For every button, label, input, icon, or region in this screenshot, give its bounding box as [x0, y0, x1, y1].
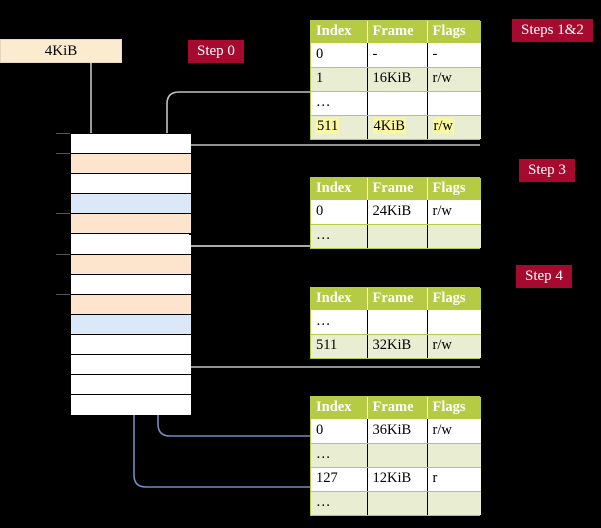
- cell-index: 0: [311, 200, 368, 225]
- memory-block-page-table-4: [71, 214, 191, 235]
- table-row[interactable]: …: [311, 91, 481, 116]
- memory-block-data-page-9: [71, 314, 191, 335]
- memory-block-page-table-1: [71, 154, 191, 175]
- column-header-flags: Flags: [427, 397, 481, 419]
- cell-frame: 16KiB: [367, 67, 428, 92]
- column-header-frame: Frame: [367, 288, 428, 310]
- cell-index: …: [311, 491, 368, 515]
- memory-block-empty-2: [71, 174, 191, 195]
- cell-flags: r/w: [427, 200, 481, 225]
- memory-block-page-table-6: [71, 254, 191, 275]
- cell-index: 127: [311, 467, 368, 492]
- column-header-flags: Flags: [427, 288, 481, 310]
- cell-index: …: [311, 91, 368, 116]
- memory-tick-6: [56, 253, 70, 255]
- cell-frame: 32KiB: [367, 334, 428, 358]
- table-row[interactable]: …: [311, 491, 481, 515]
- cell-index: 0: [311, 419, 368, 444]
- cell-frame: 4KiB: [367, 115, 428, 139]
- memory-block-empty-5: [71, 234, 191, 255]
- column-header-index: Index: [311, 288, 368, 310]
- cell-flags: r/w: [427, 334, 481, 358]
- column-header-index: Index: [311, 21, 368, 43]
- cell-frame: [367, 310, 428, 335]
- cell-frame: [367, 443, 428, 468]
- badge-step-3: Step 3: [519, 159, 575, 182]
- memory-block-empty-0: [71, 134, 191, 155]
- column-header-frame: Frame: [367, 178, 428, 200]
- cell-flags: r/w: [427, 115, 481, 139]
- memory-block-empty-12: [71, 375, 191, 396]
- cell-flags: [427, 443, 481, 468]
- cell-frame: [367, 491, 428, 515]
- cell-index: 511: [311, 334, 368, 358]
- request-size-box: 4KiB: [0, 39, 122, 63]
- column-header-flags: Flags: [427, 178, 481, 200]
- cell-index: 0: [311, 43, 368, 68]
- column-header-frame: Frame: [367, 21, 428, 43]
- memory-tick-8: [56, 293, 70, 295]
- memory-block-empty-10: [71, 335, 191, 356]
- cell-flags: r/w: [427, 67, 481, 92]
- column-header-frame: Frame: [367, 397, 428, 419]
- cell-frame: 24KiB: [367, 200, 428, 225]
- cell-frame: [367, 224, 428, 248]
- cell-flags: r/w: [427, 419, 481, 444]
- badge-steps-1-2: Steps 1&2: [512, 19, 593, 42]
- table-row[interactable]: …: [311, 310, 481, 335]
- table-row[interactable]: 0--: [311, 43, 481, 68]
- memory-block-data-page-3: [71, 194, 191, 215]
- table-row[interactable]: …: [311, 443, 481, 468]
- memory-tick-1: [56, 153, 70, 155]
- cell-frame: 36KiB: [367, 419, 428, 444]
- badge-step-0: Step 0: [188, 40, 244, 63]
- cell-index: …: [311, 310, 368, 335]
- cell-frame: -: [367, 43, 428, 68]
- column-header-flags: Flags: [427, 21, 481, 43]
- badge-step-4: Step 4: [516, 265, 572, 288]
- cell-flags: r: [427, 467, 481, 492]
- memory-tick-0: [56, 133, 70, 134]
- cell-index: 511: [311, 115, 368, 139]
- cell-flags: [427, 491, 481, 515]
- cell-frame: [367, 91, 428, 116]
- cell-flags: [427, 310, 481, 335]
- cell-index: …: [311, 224, 368, 248]
- table-row[interactable]: …: [311, 224, 481, 248]
- column-header-index: Index: [311, 178, 368, 200]
- memory-block-empty-7: [71, 274, 191, 295]
- memory-tick-4: [56, 213, 70, 215]
- memory-block-empty-13: [71, 395, 191, 416]
- cell-flags: [427, 91, 481, 116]
- cell-flags: -: [427, 43, 481, 68]
- physical-memory-column: [70, 133, 191, 416]
- cell-frame: 12KiB: [367, 467, 428, 492]
- column-header-index: Index: [311, 397, 368, 419]
- memory-block-page-table-8: [71, 294, 191, 315]
- cell-flags: [427, 224, 481, 248]
- cell-index: 1: [311, 67, 368, 92]
- cell-index: …: [311, 443, 368, 468]
- memory-block-empty-11: [71, 355, 191, 376]
